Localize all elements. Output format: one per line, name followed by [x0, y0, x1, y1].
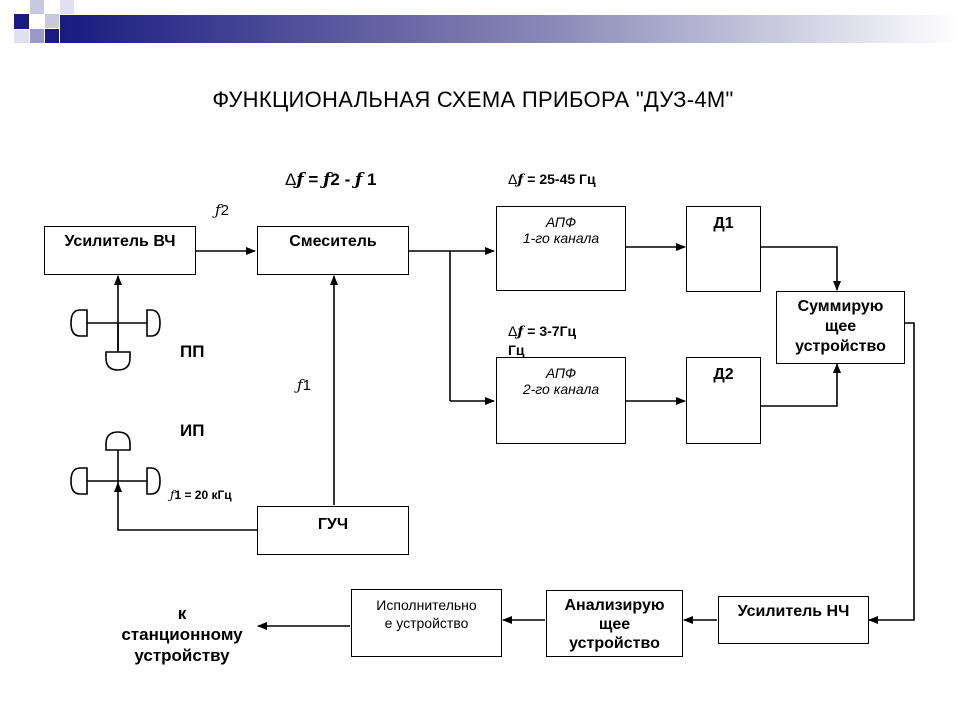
output-label-line3: устройству [134, 646, 230, 665]
summing-label-line2: щее [824, 318, 857, 335]
summing-label-line3: устройство [795, 338, 886, 355]
summing-device-block: Суммирую щее устройство [776, 291, 905, 364]
label-ip: ИП [180, 421, 205, 440]
decorative-header-bar [14, 0, 960, 43]
lf-amplifier-label: Усилитель НЧ [737, 603, 850, 620]
d1-block: Д1 [686, 206, 761, 292]
analyzer-label-line3: устройство [569, 635, 660, 652]
summing-label-line1: Суммирую [797, 298, 884, 315]
label-f1-frequency: ƒ1 = 20 кГц [170, 488, 232, 502]
wire-d1-to-summing [760, 246, 841, 291]
pp-left-coil [70, 309, 88, 337]
lf-amplifier-block: Усилитель НЧ [718, 596, 869, 644]
wire-guch-to-ip [114, 482, 257, 531]
label-pp: ПП [180, 342, 205, 361]
label-f2: ƒ2 [215, 201, 229, 219]
analyzer-label-line2: щее [598, 616, 631, 633]
apf2-block: АПФ 2-го канала [496, 357, 626, 444]
label-channel2-band: Δƒ = 3-7Гц Гц [508, 323, 577, 358]
actuator-block: Исполнительно е устройство [351, 589, 502, 657]
d2-label: Д2 [713, 366, 734, 383]
ip-left-coil [70, 467, 88, 495]
output-label-line1: к [177, 604, 187, 623]
label-f1: ƒ1 [297, 376, 311, 394]
diagram-title: ФУНКЦИОНАЛЬНАЯ СХЕМА ПРИБОРА "ДУЗ-4М" [212, 87, 734, 112]
apf1-block: АПФ 1-го канала [496, 206, 626, 291]
d2-block: Д2 [686, 357, 761, 444]
pp-right-coil [146, 309, 161, 337]
formula-delta-f: Δƒ = ƒ2 - ƒ 1 [285, 170, 377, 190]
hf-amplifier-label: Усилитель ВЧ [64, 233, 176, 250]
ip-right-coil [146, 467, 161, 495]
apf2-label-line1: АПФ [545, 365, 577, 381]
mixer-label: Смеситель [289, 233, 377, 250]
apf1-label-line1: АПФ [545, 214, 577, 230]
analyzer-label-line1: Анализирую [564, 597, 665, 614]
hf-amplifier-block: Усилитель ВЧ [44, 226, 196, 275]
guch-block: ГУЧ [257, 506, 409, 555]
actuator-label-line1: Исполнительно [376, 597, 477, 613]
actuator-label-line2: е устройство [384, 615, 469, 631]
wire-d2-to-summing [760, 363, 841, 407]
guch-label: ГУЧ [317, 516, 349, 533]
output-label-line2: станционному [121, 625, 243, 644]
apf1-label-line2: 1-го канала [522, 230, 600, 246]
mixer-block: Смеситель [257, 226, 409, 275]
pp-bottom-coil [105, 351, 131, 371]
wire-summing-to-lf [868, 322, 915, 624]
d1-label: Д1 [713, 215, 734, 232]
analyzer-block: Анализирую щее устройство [546, 590, 683, 657]
ip-top-coil [105, 431, 131, 451]
label-channel1-band: Δƒ = 25-45 Гц [508, 171, 596, 188]
output-label: к станционному устройству [108, 603, 256, 666]
apf2-label-line2: 2-го канала [522, 381, 600, 397]
